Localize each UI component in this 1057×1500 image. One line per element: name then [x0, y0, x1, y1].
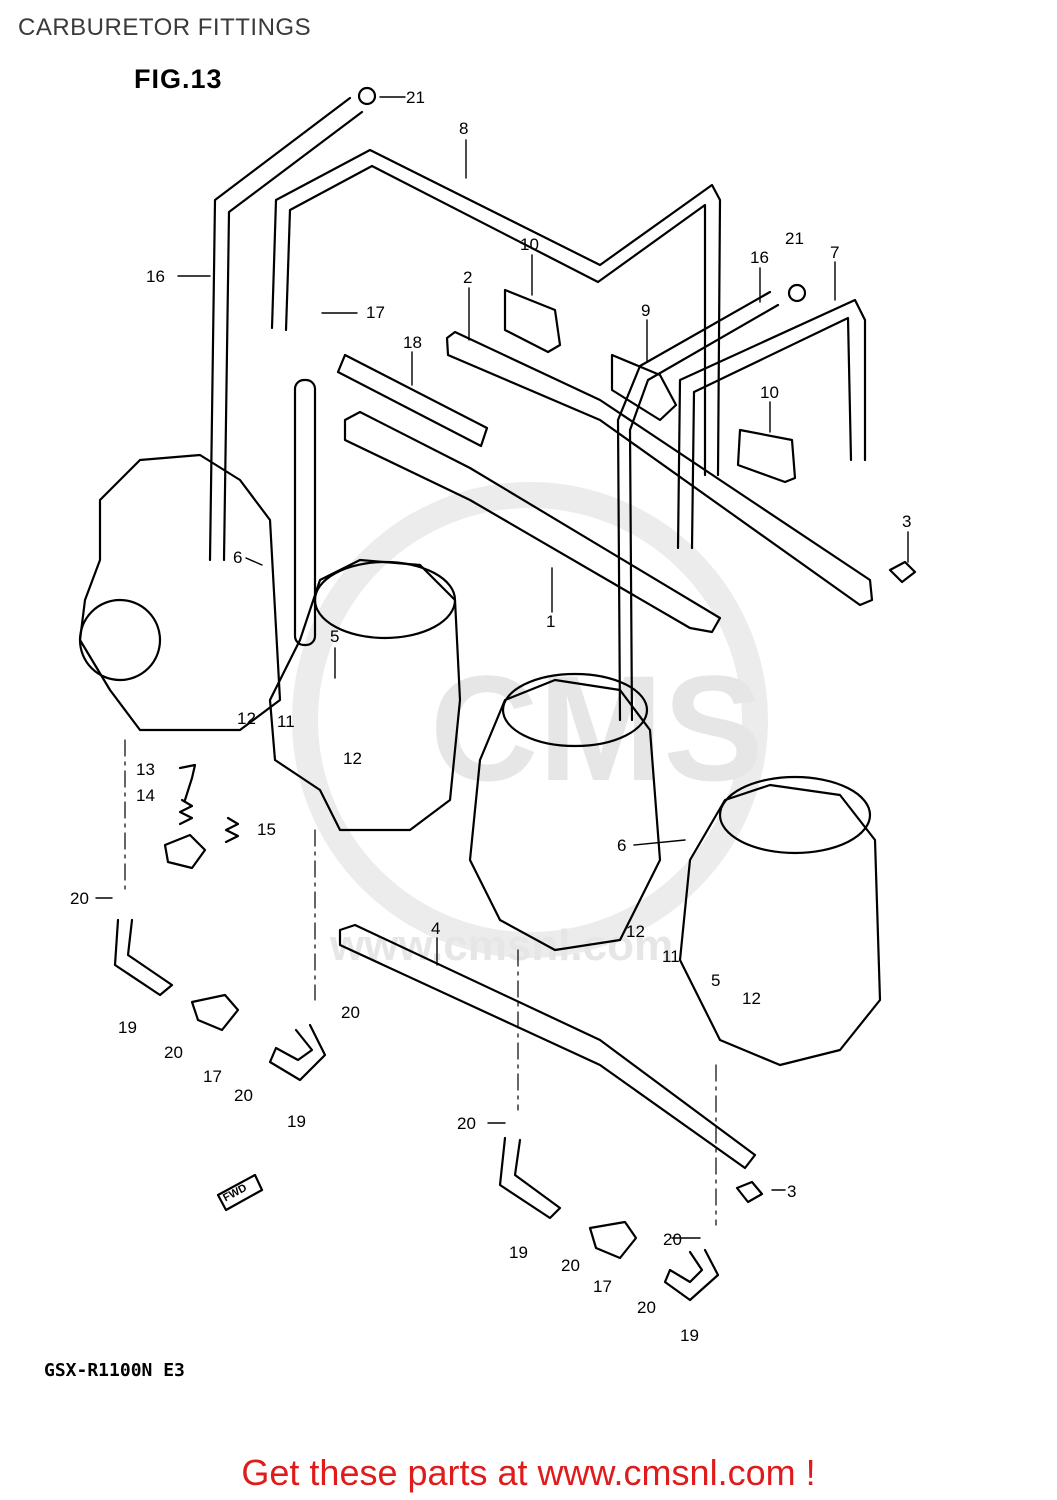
callout-21: 21 [406, 88, 425, 107]
screw-13 [178, 763, 197, 802]
callout-12: 12 [626, 922, 645, 941]
callout-6: 6 [617, 836, 626, 855]
callout-18: 18 [403, 333, 422, 352]
carburetor-1 [78, 453, 282, 732]
fwd-arrow-icon [216, 1173, 264, 1212]
callouts: 21 8 10 21 16 7 16 2 17 9 18 10 3 6 1 5 … [70, 88, 911, 1345]
callout-16: 16 [146, 267, 165, 286]
callout-10: 10 [760, 383, 779, 402]
callout-10: 10 [520, 235, 539, 254]
joint-17-left [190, 993, 240, 1032]
hose-7-wall [690, 316, 853, 550]
hose-19-left [113, 918, 174, 997]
clamp-21-left [357, 86, 377, 106]
callout-13: 13 [136, 760, 155, 779]
watermark: CMS www.cmsnl.com [292, 482, 768, 970]
figure-label: FIG.13 [134, 64, 223, 94]
callout-20: 20 [561, 1256, 580, 1275]
callout-2: 2 [463, 268, 472, 287]
hose-16-right [628, 303, 780, 722]
hose-16-left [208, 96, 352, 562]
callout-20: 20 [234, 1086, 253, 1105]
carburetor-3-top [501, 672, 649, 748]
model-code: GSX-R1100N E3 [44, 1360, 185, 1381]
spring-14 [178, 798, 194, 826]
callout-20: 20 [457, 1114, 476, 1133]
bracket-1 [343, 410, 722, 634]
fwd-label: FWD [221, 1182, 249, 1204]
hose-7 [676, 298, 867, 550]
carburetor-4 [678, 783, 882, 1067]
callout-20: 20 [70, 889, 89, 908]
page-title: CARBURETOR FITTINGS [18, 14, 312, 41]
callout-11: 11 [662, 947, 680, 966]
callout-8: 8 [459, 119, 468, 138]
spring-15 [224, 816, 240, 844]
callout-17: 17 [366, 303, 385, 322]
hose-8 [270, 148, 722, 477]
bracket-2 [445, 330, 874, 607]
callout-15: 15 [257, 820, 276, 839]
callout-12: 12 [237, 709, 256, 728]
carburetor-2 [268, 558, 462, 832]
carburetor-1-bore [78, 598, 162, 682]
callout-19: 19 [287, 1112, 306, 1131]
callout-3: 3 [902, 512, 911, 531]
clamp-21-right [787, 283, 807, 303]
callout-20: 20 [341, 1003, 360, 1022]
footer-link[interactable]: Get these parts at www.cmsnl.com ! [241, 1452, 816, 1493]
callout-3: 3 [787, 1182, 796, 1201]
callout-1: 1 [546, 612, 555, 631]
callout-14: 14 [136, 786, 155, 805]
callout-12: 12 [742, 989, 761, 1008]
screw-3-bottom [735, 1180, 764, 1204]
callout-20: 20 [164, 1043, 183, 1062]
callout-7: 7 [830, 243, 839, 262]
pipe-18 [336, 353, 489, 448]
watermark-url: www.cmsnl.com [329, 921, 673, 970]
holder-block [163, 833, 207, 870]
hose-16-right-wall [616, 290, 772, 722]
sleeve-10-top [503, 288, 562, 354]
vent-pipe-left [293, 378, 317, 647]
bracket-4 [338, 923, 757, 1170]
callout-20: 20 [637, 1298, 656, 1317]
callout-17: 17 [593, 1277, 612, 1296]
hose-19-bottom-left [498, 1136, 562, 1220]
parts-diagram: CMS www.cmsnl.com [70, 86, 917, 1345]
hose-19-center-left [268, 1023, 327, 1082]
callout-11: 11 [277, 712, 295, 731]
hose-19-bottom-right [663, 1248, 720, 1302]
callout-12: 12 [343, 749, 362, 768]
sleeve-9 [610, 353, 678, 422]
callout-17: 17 [203, 1067, 222, 1086]
watermark-brand: CMS [430, 644, 763, 812]
carburetor-2-top [313, 560, 457, 640]
carburetor-4-top [718, 775, 872, 855]
callout-19: 19 [680, 1326, 699, 1345]
callout-4: 4 [431, 919, 440, 938]
hose-16-left-wall [222, 110, 364, 562]
joint-17-bottom [588, 1220, 638, 1260]
callout-21: 21 [785, 229, 804, 248]
callout-19: 19 [118, 1018, 137, 1037]
callout-16: 16 [750, 248, 769, 267]
callout-6: 6 [233, 548, 242, 567]
callout-5: 5 [711, 971, 720, 990]
callout-9: 9 [641, 301, 650, 320]
sleeve-10-right [736, 428, 797, 484]
callout-19: 19 [509, 1243, 528, 1262]
callout-20: 20 [663, 1230, 682, 1249]
hose-8-wall [284, 164, 707, 477]
callout-5: 5 [330, 627, 339, 646]
carburetor-3 [468, 678, 662, 952]
screw-3-top [888, 560, 917, 584]
